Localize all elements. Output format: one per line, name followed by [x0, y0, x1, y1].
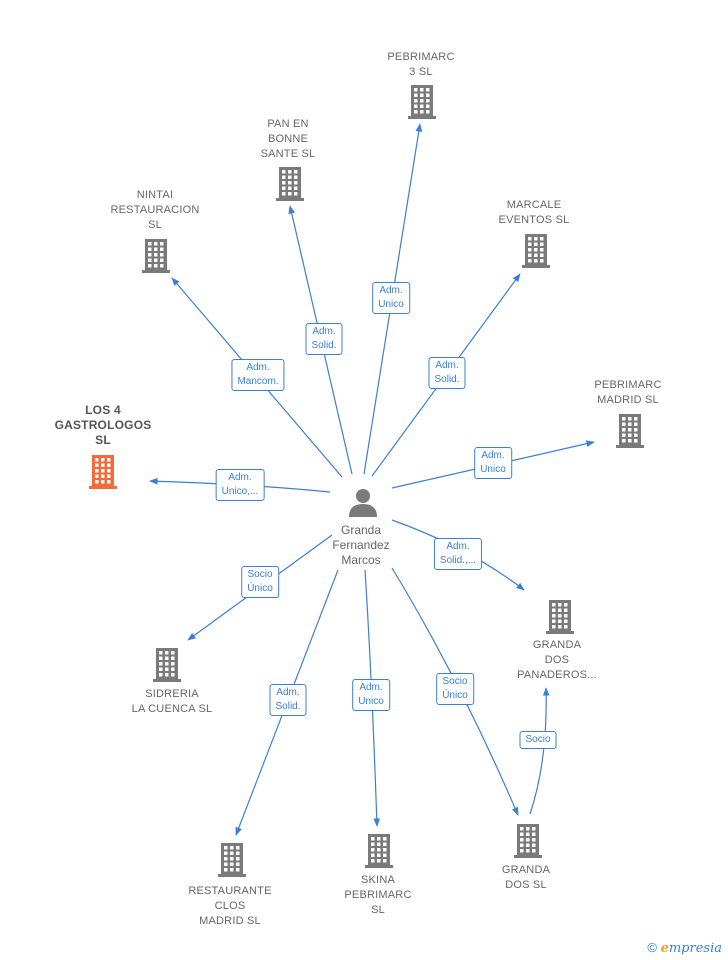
building-icon-pebrimarc3 [408, 85, 436, 119]
company-label-sidreria[interactable]: SIDRERIA LA CUENCA SL [131, 688, 213, 715]
edge-label-grandados[interactable]: Socio Único [436, 673, 474, 705]
company-label-pebrimarc3[interactable]: PEBRIMARC 3 SL [387, 51, 455, 78]
building-icon-panenbonne [276, 167, 304, 201]
building-icon-grandadospan [546, 600, 574, 634]
edge-label-pebrimarc3[interactable]: Adm. Unico [372, 282, 410, 314]
brand-logo: empresia [660, 941, 722, 956]
edge-label-grandadospan[interactable]: Adm. Solid.,... [433, 538, 483, 570]
person-icon [349, 489, 377, 517]
edge-label-pebrimarcmadrid[interactable]: Adm. Unico [474, 447, 512, 479]
company-label-grandados[interactable]: GRANDA DOS SL [501, 864, 551, 891]
company-label-pebrimarcmadrid[interactable]: PEBRIMARC MADRID SL [594, 379, 662, 406]
company-label-skina[interactable]: SKINA PEBRIMARC SL [344, 874, 412, 916]
person-label[interactable]: Granda Fernandez Marcos [332, 523, 390, 567]
edge-label-nintai[interactable]: Adm. Mancom. [231, 359, 285, 391]
edge-label-panenbonne[interactable]: Adm. Solid. [305, 323, 343, 355]
building-icon-los4 [89, 455, 117, 489]
footer-brand: © empresia [647, 940, 722, 956]
edge-label-skina[interactable]: Adm. Unico [352, 679, 390, 711]
company-label-grandadospan[interactable]: GRANDA DOS PANADEROS... [517, 639, 597, 681]
edge-label-sidreria[interactable]: Socio Único [241, 566, 279, 598]
edge-label-restaurante[interactable]: Adm. Solid. [269, 684, 307, 716]
edge-grandados-grandadospan [529, 687, 550, 815]
building-icon-grandados [514, 824, 542, 858]
company-label-panenbonne[interactable]: PAN EN BONNE SANTE SL [260, 118, 316, 160]
edge-label-marcale[interactable]: Adm. Solid. [428, 357, 466, 389]
company-label-marcale[interactable]: MARCALE EVENTOS SL [498, 199, 570, 226]
company-label-nintai[interactable]: NINTAI RESTAURACION SL [110, 189, 200, 231]
edge-label-grandadospan-from-grandados[interactable]: Socio [519, 731, 557, 749]
building-icon-skina [365, 834, 393, 868]
building-icon-marcale [522, 234, 550, 268]
edge-label-los4[interactable]: Adm. Unico,... [215, 469, 265, 501]
building-icon-sidreria [153, 648, 181, 682]
building-icon-nintai [142, 239, 170, 273]
company-label-los4[interactable]: LOS 4 GASTROLOGOS SL [54, 403, 152, 447]
copyright-symbol: © [647, 940, 657, 955]
building-icon-restaurante [218, 843, 246, 877]
building-icon-pebrimarcmadrid [616, 414, 644, 448]
company-label-restaurante[interactable]: RESTAURANTE CLOS MADRID SL [188, 885, 272, 927]
